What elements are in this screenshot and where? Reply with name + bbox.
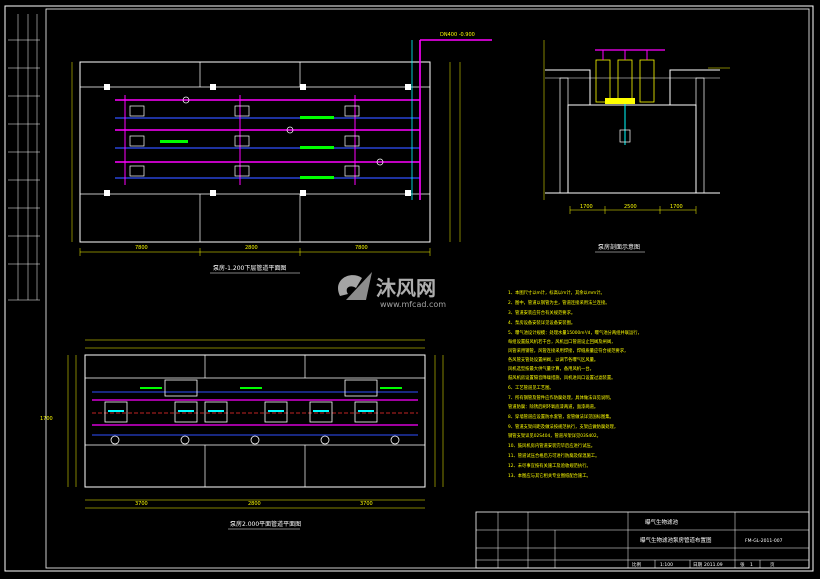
plan-top: 7800 2800 7800 DN400 -0.900 泵房-1.200下层管道… <box>71 32 492 274</box>
note-line: 鼓风机房设置隔音降噪措施，风机进风口设置过滤装置。 <box>508 374 615 381</box>
watermark-url: www.mfcad.com <box>380 300 446 309</box>
notes-block: 1、本图尺寸以m计，标高以m计，其余以mm计。 2、图中，管道以钢管为主，管道连… <box>508 289 642 479</box>
title-sheet-label: 张 <box>740 561 745 568</box>
note-line: 钢管支架详见02S404，管道吊架详见03S402。 <box>508 432 601 439</box>
drawing-frame-outer <box>4 5 814 572</box>
note-line: 每组设置鼓风机若干台，风机出口管道设止回阀及闸阀， <box>508 338 615 345</box>
plan-bottom-dim-4: 1700 <box>40 416 53 422</box>
note-line: 9、管道支架间距及做法按规范执行，支架应做防腐处理， <box>508 423 618 430</box>
plan-bottom-dim-3: 3700 <box>360 501 373 507</box>
section-dim-3: 1700 <box>670 204 683 210</box>
section-dim-2: 2500 <box>624 204 637 210</box>
plan-top-equipment <box>129 96 384 177</box>
note-line: 12、未尽事宜按有关施工及验收规范执行。 <box>508 462 591 469</box>
plan-bottom-pipes <box>92 391 418 436</box>
section-view: 1700 2500 1700 泵房剖面示意图 <box>543 40 730 253</box>
note-line: 风管采用钢管，风管连接采用焊接，焊缝质量应符合规范要求， <box>508 347 628 354</box>
note-line: 10、鼓风机房内管道安装完毕后应进行试压。 <box>508 442 595 449</box>
title-drawing-name: 曝气生物滤池泵房管道布置图 <box>640 536 712 544</box>
note-line: 风机选型按最大供气量计算，备用风机一台。 <box>508 365 594 372</box>
plan-top-building <box>79 61 431 243</box>
plan-bottom-title: 泵房2.000平面管道平面图 <box>230 520 301 528</box>
plan-bottom: 3700 2800 3700 1700 泵房2.000平面管道平面图 <box>40 339 444 530</box>
note-line: 8、穿墙管道应设置防水套管，套管做法详见国标图集。 <box>508 413 614 420</box>
section-dim-1: 1700 <box>580 204 593 210</box>
title-drawing-no: FM-GL-2011-007 <box>745 538 783 544</box>
plan-top-dim-2: 2800 <box>245 245 258 251</box>
note-line: 3、管道安装应符合有关规范要求。 <box>508 309 575 316</box>
note-line: 7、所有钢管及管件应作防腐处理，具体做法详见说明。 <box>508 394 614 401</box>
title-date-value: 2011.09 <box>704 562 723 568</box>
plan-bottom-dim-2: 2800 <box>248 501 261 507</box>
note-line: 13、本图应与其它相关专业图纸配合施工。 <box>508 472 591 479</box>
note-line: 4、泵房设备安装详见设备安装图。 <box>508 319 575 326</box>
note-line: 5、曝气池设计规模：处理水量15000m³/d，曝气池分两组并联运行， <box>508 329 642 336</box>
note-line: 1、本图尺寸以m计，标高以m计，其余以mm计。 <box>508 289 605 296</box>
section-equipment <box>595 49 665 145</box>
watermark-brand: 沐风网 <box>376 276 436 300</box>
plan-bottom-dim-1: 3700 <box>135 501 148 507</box>
note-line: 6、工艺管道见工艺图。 <box>508 384 554 391</box>
title-scale-value: 1:100 <box>660 562 673 568</box>
title-block: 曝气生物滤池 曝气生物滤池泵房管道布置图 FM-GL-2011-007 比例 1… <box>475 511 810 569</box>
section-title: 泵房剖面示意图 <box>598 243 640 251</box>
note-line: 2、图中，管道以钢管为主，管道连接采用法兰连接。 <box>508 299 610 306</box>
title-revision-label: 页 <box>770 562 775 568</box>
plan-top-dim-3: 7800 <box>355 245 368 251</box>
plan-bottom-building <box>84 354 426 488</box>
note-line: 管道防腐：除锈后刷环氧底漆两道，面漆两道。 <box>508 403 598 410</box>
top-pipe-label: DN400 -0.900 <box>440 32 475 38</box>
plan-top-pipes <box>115 39 492 200</box>
watermark-logo-icon <box>338 275 362 296</box>
left-margin-strip <box>8 14 40 301</box>
title-project: 曝气生物滤池 <box>645 518 679 526</box>
watermark: 沐风网 www.mfcad.com <box>338 272 446 309</box>
plan-bottom-equipment <box>104 379 400 445</box>
plan-top-dim-1: 7800 <box>135 245 148 251</box>
title-sheet-value: 1 <box>750 562 753 568</box>
title-scale-label: 比例 <box>632 561 641 568</box>
drawing-frame-inner <box>45 8 810 569</box>
title-date-label: 日期 <box>693 562 702 568</box>
plan-top-title: 泵房-1.200下层管道平面图 <box>213 264 286 272</box>
note-line: 11、管道试压合格后方可进行防腐及保温施工。 <box>508 452 599 459</box>
note-line: 各风管支管处设置闸阀，以调节各曝气区风量。 <box>508 356 598 363</box>
